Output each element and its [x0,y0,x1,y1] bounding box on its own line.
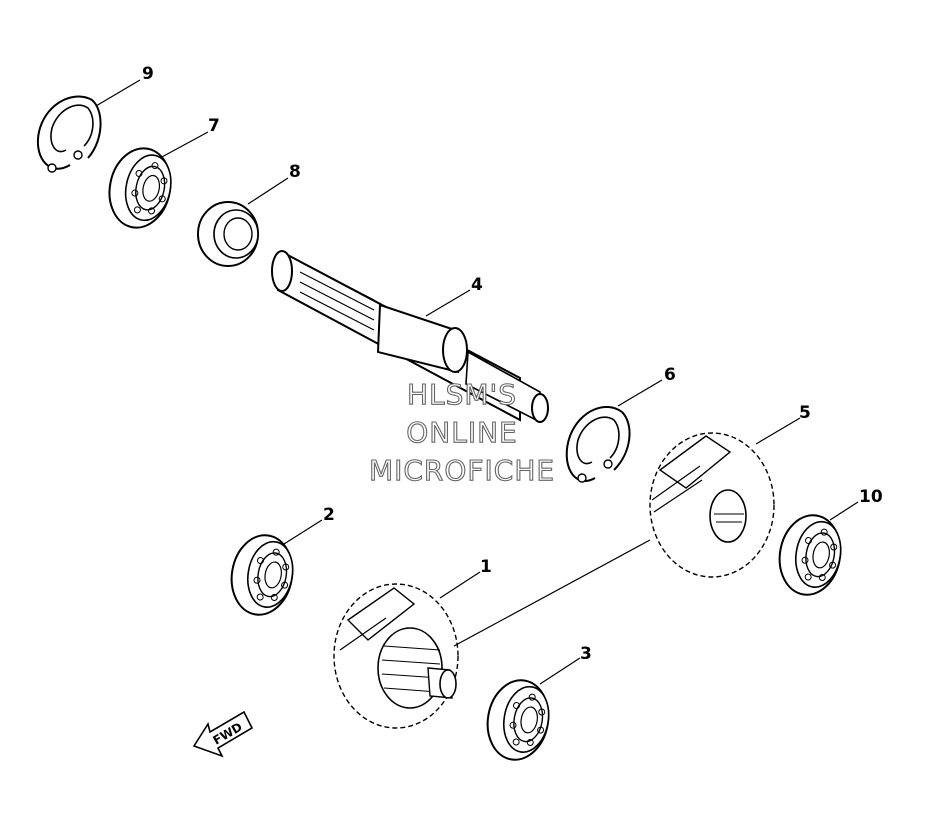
callout-5: 5 [799,403,811,423]
callout-6: 6 [664,365,676,385]
callout-2: 2 [323,505,335,525]
bearing-7 [101,141,179,235]
gear-link-line [453,539,651,647]
bearing-8 [197,201,259,267]
callout-10: 10 [859,487,883,507]
callout-4: 4 [471,275,483,295]
bearing-10 [772,509,848,601]
leader-9 [95,79,141,107]
leader-4 [425,289,471,317]
leader-3 [539,657,581,685]
leader-7 [159,131,209,159]
bearing-3 [480,674,556,766]
circlip-6 [565,406,631,483]
fwd-arrow-icon: FWD [192,710,254,758]
leader-1 [439,571,481,599]
leader-2 [283,519,323,545]
watermark-line-2: ONLINE [406,416,517,449]
callout-8: 8 [289,162,301,182]
bearing-2 [224,529,300,621]
leader-6 [617,379,663,407]
watermark-line-3: MICROFICHE [369,454,555,487]
watermark: HLSM'S ONLINE MICROFICHE [368,377,555,487]
circlip-9 [36,95,102,173]
callout-9: 9 [142,64,154,84]
splined-shaft-4 [271,250,549,424]
callout-3: 3 [580,644,592,664]
leader-5 [755,417,801,445]
callout-7: 7 [208,116,220,136]
leader-10 [829,501,859,521]
leader-lines [95,79,859,685]
gear-1 [333,583,459,729]
gear-5 [649,432,775,578]
leader-8 [247,177,289,205]
watermark-line-1: HLSM'S [407,378,517,411]
callout-1: 1 [480,557,492,577]
